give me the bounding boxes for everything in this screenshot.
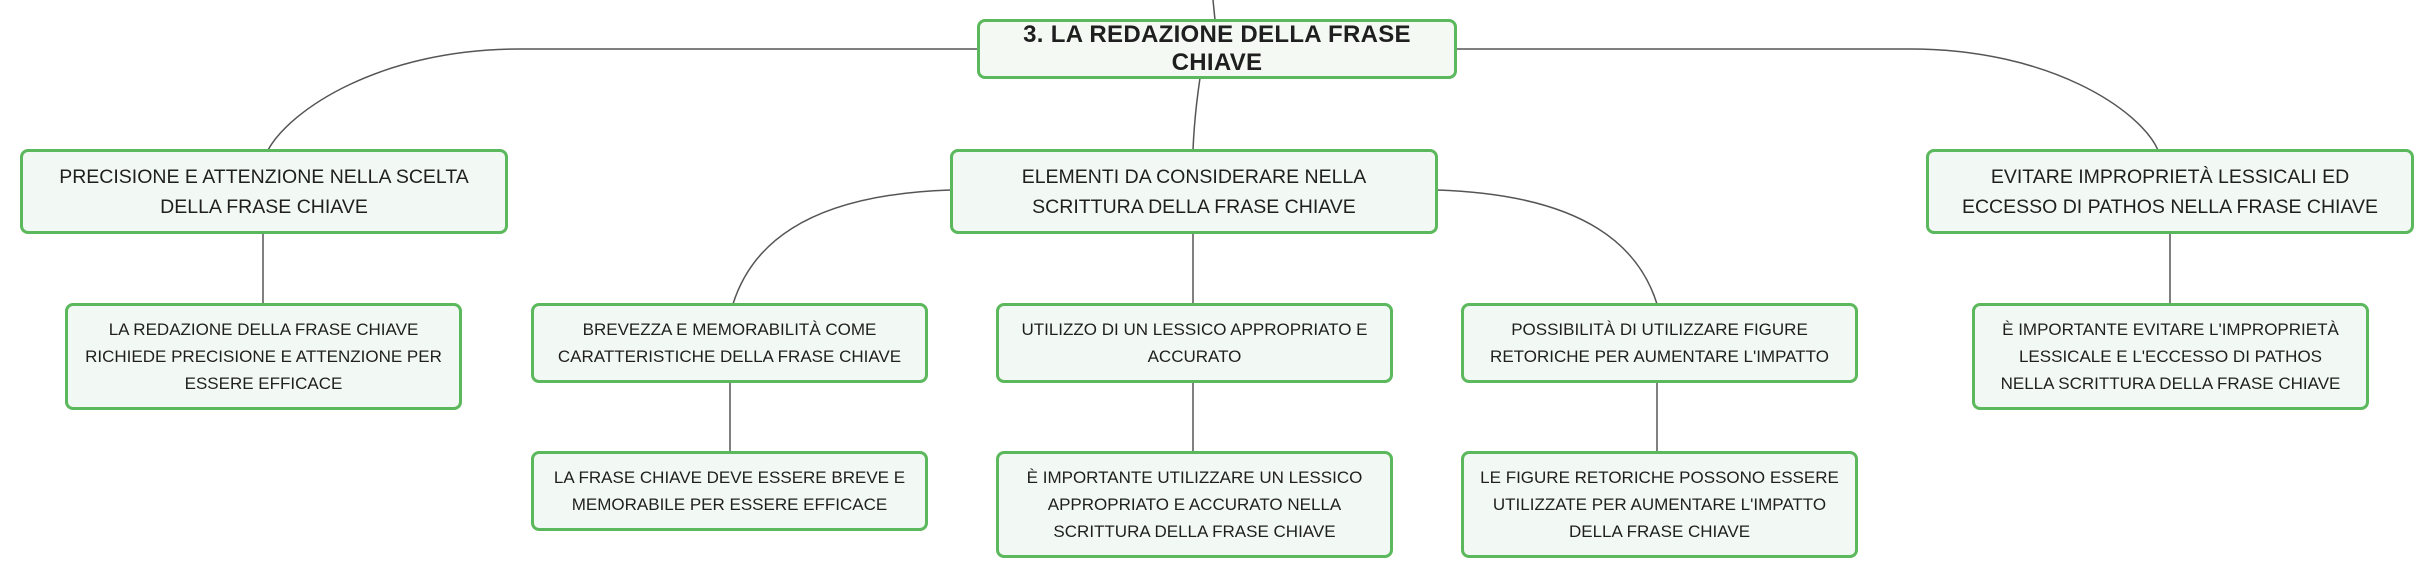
branch-2-subtopic-2-label: UTILIZZO DI UN LESSICO APPROPRIATO E ACC… (1021, 320, 1368, 366)
branch-2-topic[interactable]: ELEMENTI DA CONSIDERARE NELLA SCRITTURA … (950, 149, 1438, 234)
branch-2-subtopic-3-label: POSSIBILITÀ DI UTILIZZARE FIGURE RETORIC… (1490, 320, 1829, 366)
branch-2-subtopic-3[interactable]: POSSIBILITÀ DI UTILIZZARE FIGURE RETORIC… (1461, 303, 1858, 383)
root-topic-label: 3. LA REDAZIONE DELLA FRASE CHIAVE (1023, 21, 1411, 76)
branch-3-child-topic[interactable]: È IMPORTANTE EVITARE L'IMPROPRIETÀ LESSI… (1972, 303, 2369, 410)
branch-1-topic[interactable]: PRECISIONE E ATTENZIONE NELLA SCELTA DEL… (20, 149, 508, 234)
branch-2-subtopic-2[interactable]: UTILIZZO DI UN LESSICO APPROPRIATO E ACC… (996, 303, 1393, 383)
branch-2-subtopic-2-child[interactable]: È IMPORTANTE UTILIZZARE UN LESSICO APPRO… (996, 451, 1393, 558)
connector-branch-2-to-sub-1 (732, 189, 951, 305)
branch-3-child-label: È IMPORTANTE EVITARE L'IMPROPRIETÀ LESSI… (2000, 320, 2341, 393)
connector-branch-2-to-sub-3 (1436, 189, 1658, 305)
branch-2-subtopic-3-child[interactable]: LE FIGURE RETORICHE POSSONO ESSERE UTILI… (1461, 451, 1858, 558)
branch-2-subtopic-1-label: BREVEZZA E MEMORABILITÀ COME CARATTERIST… (557, 320, 902, 366)
branch-2-subtopic-2-child-label: È IMPORTANTE UTILIZZARE UN LESSICO APPRO… (1026, 468, 1363, 541)
branch-3-topic[interactable]: EVITARE IMPROPRIETÀ LESSICALI ED ECCESSO… (1926, 149, 2414, 234)
branch-2-subtopic-1[interactable]: BREVEZZA E MEMORABILITÀ COME CARATTERIST… (531, 303, 928, 383)
branch-2-subtopic-1-child-label: LA FRASE CHIAVE DEVE ESSERE BREVE E MEMO… (553, 468, 906, 514)
branch-2-label: ELEMENTI DA CONSIDERARE NELLA SCRITTURA … (1021, 165, 1367, 218)
connector-root-to-branch-1 (267, 48, 977, 151)
branch-1-label: PRECISIONE E ATTENZIONE NELLA SCELTA DEL… (59, 165, 469, 218)
branch-1-child-label: LA REDAZIONE DELLA FRASE CHIAVE RICHIEDE… (85, 320, 442, 393)
branch-1-child-topic[interactable]: LA REDAZIONE DELLA FRASE CHIAVE RICHIEDE… (65, 303, 462, 410)
connector-root-to-branch-2 (1192, 77, 1201, 151)
branch-3-label: EVITARE IMPROPRIETÀ LESSICALI ED ECCESSO… (1961, 165, 2379, 218)
branch-2-subtopic-3-child-label: LE FIGURE RETORICHE POSSONO ESSERE UTILI… (1480, 468, 1839, 541)
connector-root-to-branch-3 (1457, 48, 2159, 151)
root-topic[interactable]: 3. LA REDAZIONE DELLA FRASE CHIAVE (977, 19, 1457, 79)
connector-root-up (1212, 0, 1216, 21)
branch-2-subtopic-1-child[interactable]: LA FRASE CHIAVE DEVE ESSERE BREVE E MEMO… (531, 451, 928, 531)
